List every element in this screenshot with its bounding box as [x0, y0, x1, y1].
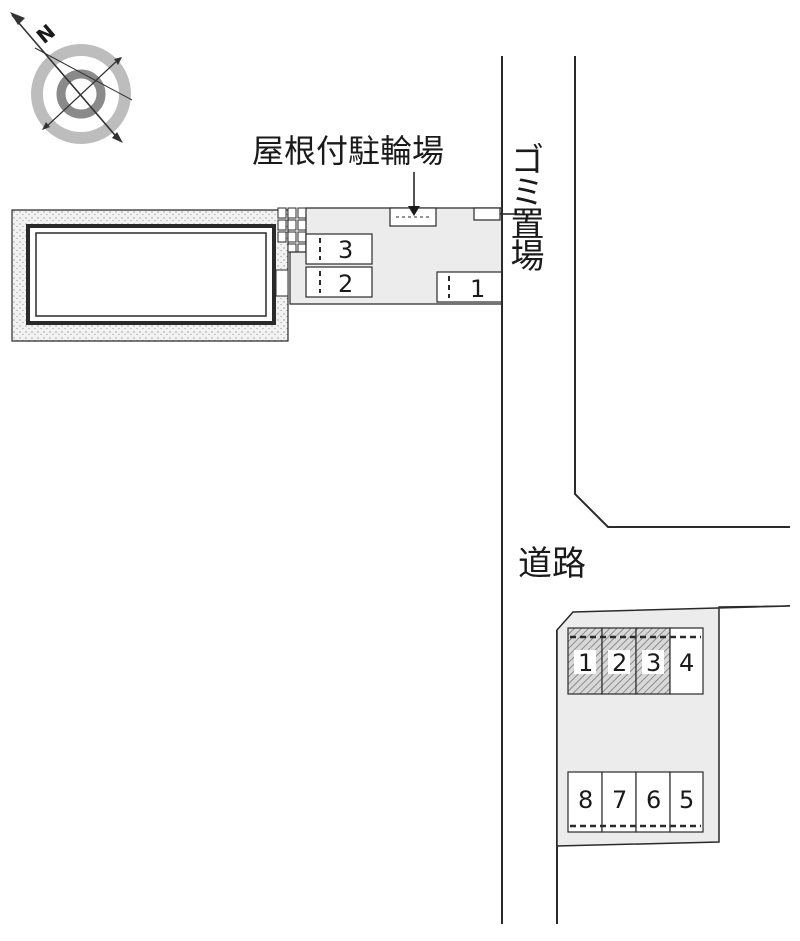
lower-stall-5-number: 5	[679, 786, 694, 814]
lower-stall-3-number: 3	[646, 649, 661, 677]
stall-1-number: 1	[470, 275, 485, 303]
stall-2	[305, 266, 373, 298]
garbage-area-label: ゴミ置場	[504, 142, 544, 272]
road-label: 道路	[518, 544, 586, 584]
stall-1	[436, 271, 503, 303]
stall-3-number: 3	[338, 236, 353, 264]
lower-stall-4-number: 4	[679, 649, 694, 677]
lower-stall-2-number: 2	[612, 649, 627, 677]
lower-stall-8-number: 8	[578, 786, 593, 814]
compass-inner-ring	[56, 69, 106, 119]
compass-outer-ring	[31, 44, 131, 144]
upper-parking-area: 3 2 1	[289, 207, 503, 305]
lower-parking-lot: 1 2 3 4 8 7 6 5	[556, 605, 791, 847]
lower-stall-7-number: 7	[612, 786, 627, 814]
building	[11, 207, 307, 342]
garbage-area-box	[473, 207, 501, 221]
road-edge-right-upper	[574, 56, 790, 528]
lower-stall-5	[669, 771, 704, 833]
compass: N	[10, 12, 133, 144]
entrance-pavers	[277, 207, 307, 253]
stall-2-number: 2	[338, 270, 353, 298]
north-arrow-icon	[10, 12, 25, 25]
compass-north-line	[11, 14, 121, 142]
lower-stall-1-number: 1	[578, 649, 593, 677]
lower-stall-6-number: 6	[646, 786, 661, 814]
lower-stall-4	[669, 627, 704, 695]
stall-3	[305, 233, 373, 265]
bicycle-parking-label: 屋根付駐輪場	[252, 132, 444, 170]
